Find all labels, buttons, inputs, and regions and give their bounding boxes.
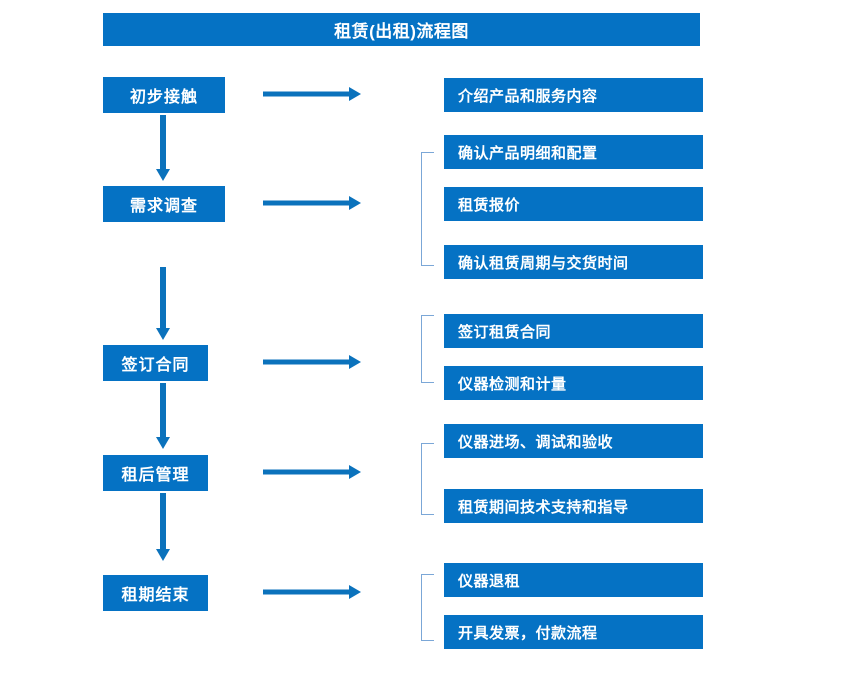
arrow-down-icon-4 <box>155 493 171 561</box>
arrow-down-icon-2 <box>155 267 171 340</box>
detail-box-2-2[interactable]: 租赁报价 <box>444 187 703 221</box>
detail-box-5-2[interactable]: 开具发票，付款流程 <box>444 615 703 649</box>
detail-box-1-1[interactable]: 介绍产品和服务内容 <box>444 78 703 112</box>
arrow-right-icon-2 <box>263 195 361 211</box>
detail-box-3-2[interactable]: 仪器检测和计量 <box>444 366 703 400</box>
stage-box-5[interactable]: 租期结束 <box>103 575 208 611</box>
arrow-right-icon-4 <box>263 464 361 480</box>
stage-box-4[interactable]: 租后管理 <box>103 455 208 491</box>
group-bracket-2 <box>421 152 434 266</box>
detail-box-2-1[interactable]: 确认产品明细和配置 <box>444 135 703 169</box>
stage-box-1[interactable]: 初步接触 <box>103 77 225 113</box>
group-bracket-4 <box>421 443 434 515</box>
arrow-right-icon-3 <box>263 354 361 370</box>
group-bracket-3 <box>421 315 434 383</box>
arrow-right-icon-5 <box>263 584 361 600</box>
arrow-down-icon-1 <box>155 115 171 181</box>
detail-box-4-1[interactable]: 仪器进场、调试和验收 <box>444 424 703 458</box>
group-bracket-5 <box>421 574 434 641</box>
page-title: 租赁(出租)流程图 <box>103 13 700 46</box>
stage-box-2[interactable]: 需求调查 <box>103 186 225 222</box>
detail-box-2-3[interactable]: 确认租赁周期与交货时间 <box>444 245 703 279</box>
detail-box-5-1[interactable]: 仪器退租 <box>444 563 703 597</box>
detail-box-3-1[interactable]: 签订租赁合同 <box>444 314 703 348</box>
detail-box-4-2[interactable]: 租赁期间技术支持和指导 <box>444 489 703 523</box>
stage-box-3[interactable]: 签订合同 <box>103 345 208 381</box>
arrow-down-icon-3 <box>155 383 171 449</box>
arrow-right-icon-1 <box>263 86 361 102</box>
